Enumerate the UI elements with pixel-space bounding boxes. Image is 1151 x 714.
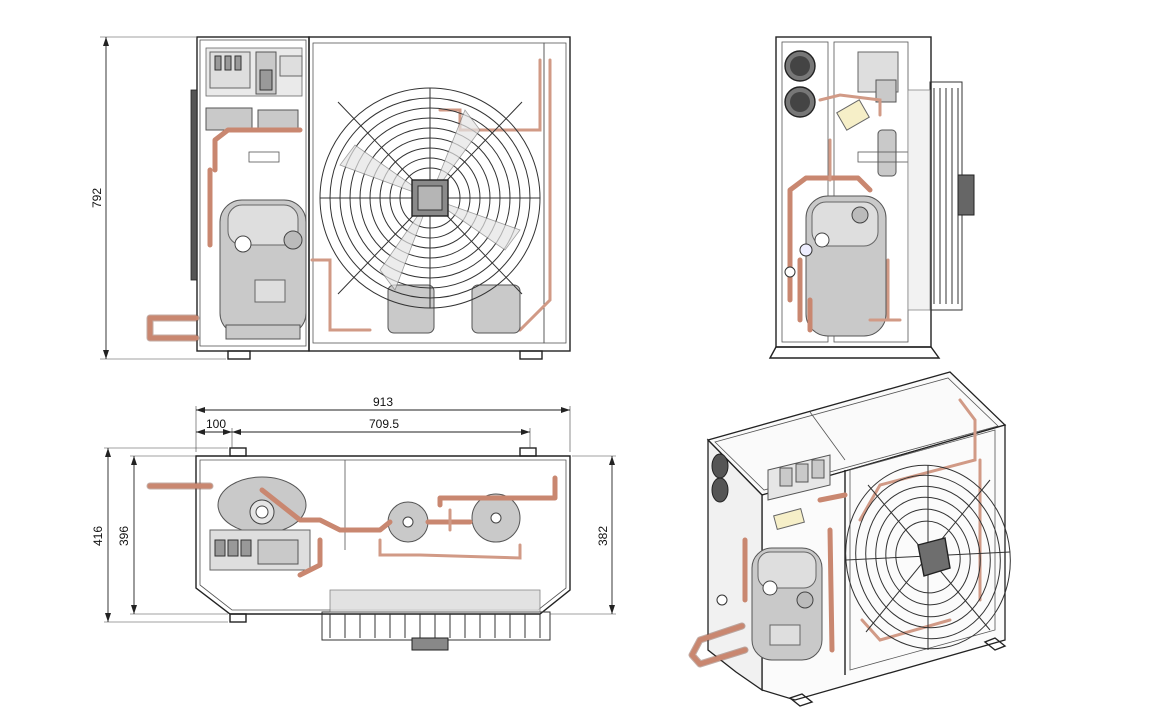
height-dimension: 792	[90, 188, 104, 208]
side-view	[768, 36, 975, 359]
depth-overall-dimension: 416	[91, 526, 105, 546]
compressor-side	[805, 195, 887, 337]
width-dimension: 913	[373, 395, 393, 409]
isometric-view	[688, 371, 1011, 707]
front-view: 792	[90, 36, 571, 360]
fan-front	[319, 87, 541, 309]
depth-body-dimension: 396	[117, 526, 131, 546]
contactor-block	[209, 51, 303, 95]
depth-right-dimension: 382	[596, 526, 610, 546]
compressor-iso	[751, 547, 823, 661]
compressor-front	[219, 199, 307, 340]
offset-dimension: 100	[206, 417, 226, 431]
foot-spacing-dimension: 709.5	[369, 417, 399, 431]
fan-iso	[845, 464, 1011, 650]
top-view: 913 100 709.5 416 396 382	[91, 395, 616, 651]
compressor-top	[217, 476, 307, 534]
